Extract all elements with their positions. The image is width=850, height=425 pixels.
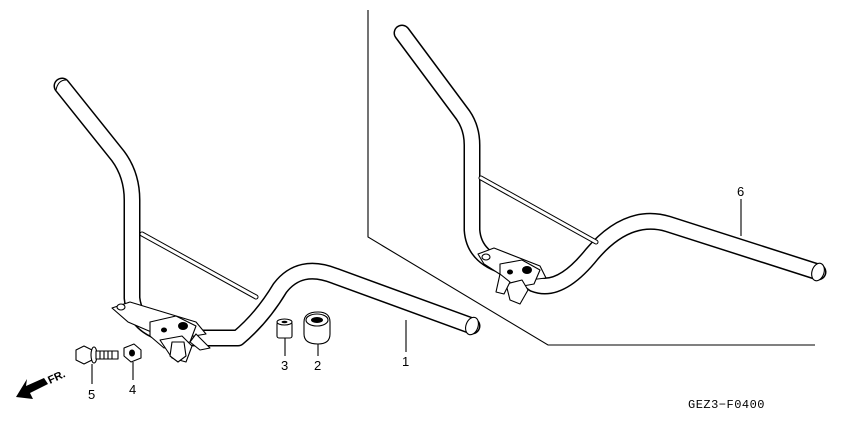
leader-lines bbox=[91, 199, 742, 384]
callout-1: 1 bbox=[402, 354, 409, 369]
front-arrow-icon: FR. bbox=[16, 368, 67, 399]
handlebar-alternate[interactable] bbox=[393, 24, 827, 295]
bushing-part-2[interactable] bbox=[303, 311, 331, 345]
callout-6: 6 bbox=[737, 184, 744, 199]
collar-part-3[interactable] bbox=[276, 318, 293, 339]
svg-text:FR.: FR. bbox=[46, 368, 67, 386]
handlebar-main[interactable] bbox=[53, 77, 481, 347]
nut-part-4[interactable] bbox=[123, 343, 142, 363]
callout-3: 3 bbox=[281, 358, 288, 373]
inset-frame-line bbox=[367, 10, 815, 346]
handlebar-holder-alternate[interactable] bbox=[477, 247, 547, 305]
handlebar-holder[interactable] bbox=[111, 301, 211, 363]
diagram-code: GEZ3−F0400 bbox=[688, 398, 766, 412]
callout-5: 5 bbox=[88, 387, 95, 402]
callout-2: 2 bbox=[314, 358, 321, 373]
bolt-part-5[interactable] bbox=[75, 345, 119, 365]
callout-4: 4 bbox=[129, 382, 136, 397]
